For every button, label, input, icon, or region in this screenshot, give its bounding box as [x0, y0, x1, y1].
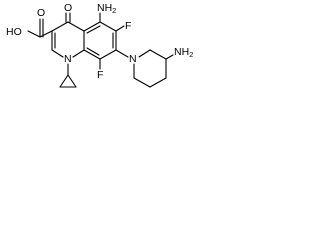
bond-c4a-c5-inner [86, 25, 101, 34]
hydroxyl-label: HO [6, 26, 22, 38]
bond-c7-c8 [99, 49, 117, 60]
bond-c8-c8a [83, 49, 101, 60]
bond-cp-2 [67, 74, 77, 88]
amino-right-subscript: 2 [189, 50, 193, 59]
amino-top-subscript: 2 [112, 6, 116, 15]
bond-oh [27, 30, 41, 38]
amino-top-label: NH2 [97, 2, 116, 15]
amino-right-n: NH [174, 46, 189, 58]
bond-pip-c1-c2 [149, 49, 167, 60]
piperidine-nitrogen-label: N [129, 53, 137, 65]
fluoro-lower-label: F [97, 69, 103, 81]
bond-c3-c4 [51, 21, 69, 32]
bond-pip-c2-nh2 [165, 54, 174, 60]
bond-n1-c8a [72, 49, 85, 58]
keto-oxygen-label: O [64, 2, 72, 14]
amino-right-label: NH2 [174, 46, 193, 59]
fluoro-upper-label: F [125, 20, 131, 32]
bond-cp-1 [59, 74, 69, 88]
bond-pip-c3-c4 [149, 77, 167, 88]
bond-c2-n1 [51, 49, 64, 58]
bond-c7-npip [115, 49, 129, 58]
carbonyl-oxygen-label: O [37, 7, 45, 19]
bond-pip-n-c1 [138, 49, 151, 58]
ring-nitrogen-label: N [64, 53, 72, 65]
bond-pip-c4-c5 [133, 77, 151, 88]
bonds [27, 12, 174, 88]
amino-top-n: NH [97, 2, 112, 14]
bond-acid-c3 [39, 30, 53, 38]
bond-c4a-c5 [83, 21, 101, 32]
bond-c8-c8a-inner [86, 47, 100, 56]
bond-c4-c4a [67, 21, 85, 32]
bond-c6-f [115, 25, 125, 32]
molecule-structure: HO O O NH2 F N F N NH2 [6, 2, 193, 88]
bond-c5-c6 [99, 21, 117, 32]
atom-labels: HO O O NH2 F N F N NH2 [6, 2, 193, 81]
